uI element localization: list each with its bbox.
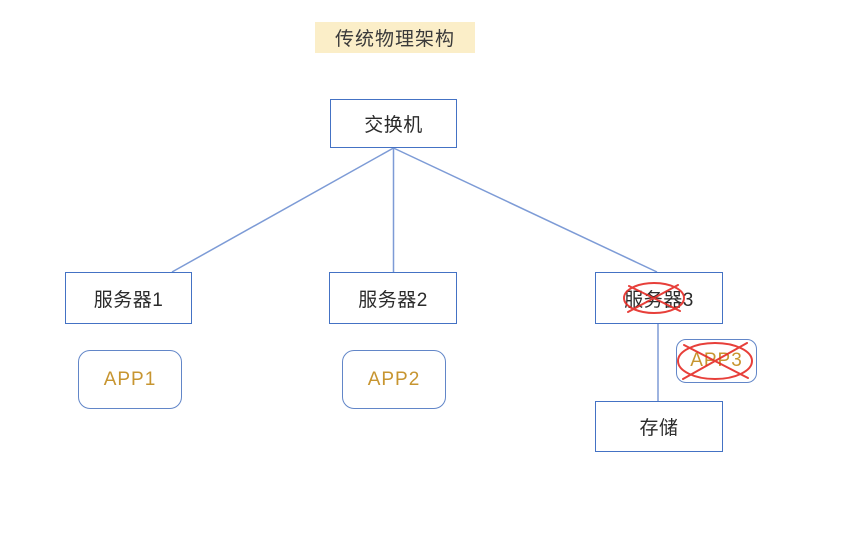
node-server1: 服务器1 bbox=[65, 272, 192, 324]
node-app2: APP2 bbox=[342, 350, 446, 409]
node-storage-label: 存储 bbox=[639, 418, 679, 439]
node-server1-label: 服务器1 bbox=[93, 289, 164, 311]
node-app2-label: APP2 bbox=[367, 368, 421, 390]
diagram-title: 传统物理架构 bbox=[315, 22, 475, 53]
node-server3: 服务器3 bbox=[595, 272, 723, 324]
node-switch-label: 交换机 bbox=[364, 115, 423, 136]
node-storage: 存储 bbox=[595, 401, 723, 452]
node-app1: APP1 bbox=[78, 350, 182, 409]
node-server3-label: 服务器3 bbox=[624, 289, 694, 311]
node-server2-label: 服务器2 bbox=[358, 289, 428, 311]
connector-switch-server3 bbox=[393, 147, 658, 273]
connector-switch-server1 bbox=[171, 147, 394, 273]
node-switch: 交换机 bbox=[330, 99, 457, 148]
node-server2: 服务器2 bbox=[329, 272, 457, 324]
node-app3-label: APP3 bbox=[690, 350, 743, 371]
node-app1-label: APP1 bbox=[103, 368, 157, 390]
node-app3: APP3 bbox=[676, 339, 757, 383]
